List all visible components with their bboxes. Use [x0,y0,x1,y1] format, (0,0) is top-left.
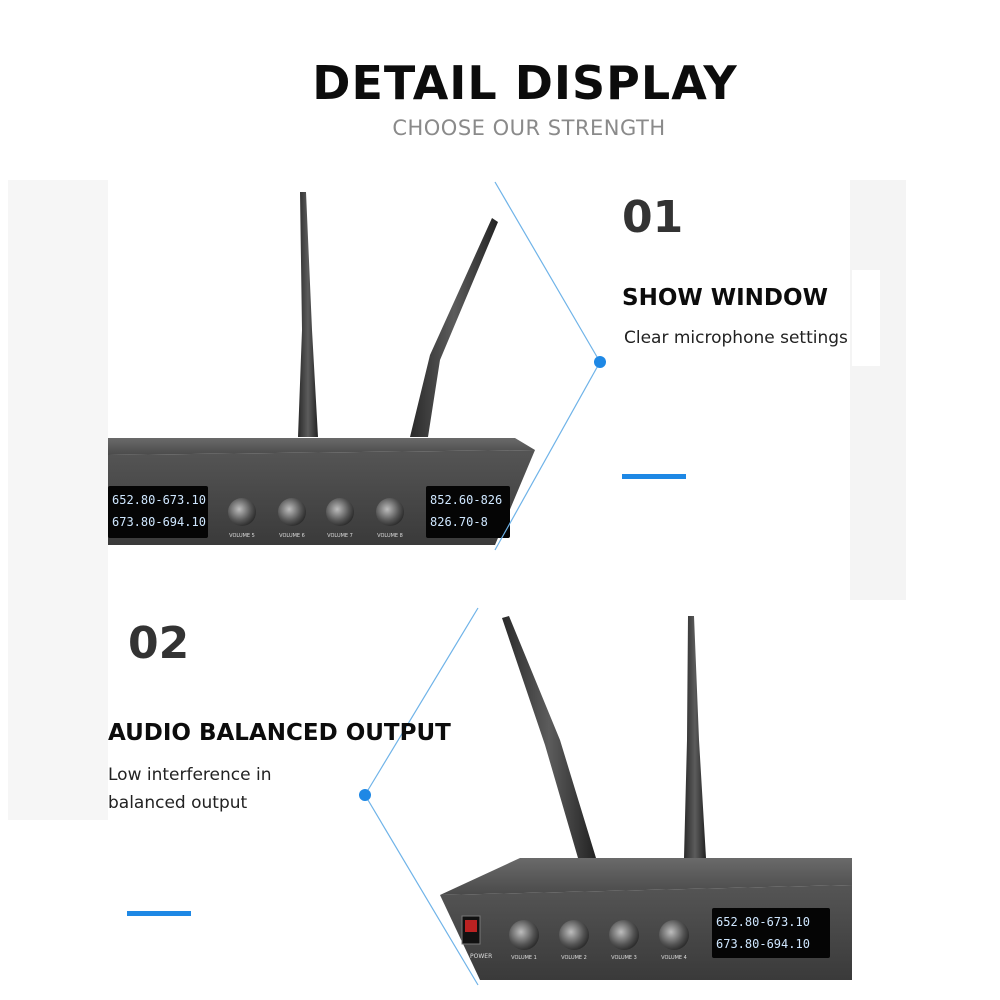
feature-accent-bar-01 [622,474,686,479]
power-switch-rocker [465,920,477,932]
lcd-left-row2: 673.80-694.10 [112,515,206,529]
background-panel-right [850,180,906,600]
antenna-left-bottom [502,616,596,858]
knob-label-2: VOLUME 2 [561,955,587,961]
bottom-device: POWER VOLUME 1 VOLUME 2 VOLUME 3 VOLUME … [440,616,852,980]
lcd-bottom-row1: 652.80-673.10 [716,915,810,929]
feature-accent-bar-02 [127,911,191,916]
lcd-right-row2: 826.70-8 [430,515,488,529]
background-panel-left [8,180,108,820]
feature-description-line2: balanced output [108,793,248,813]
power-label: POWER [470,953,492,960]
feature-heading-show-window: SHOW WINDOW [622,285,828,311]
feature-description-show-window: Clear microphone settings [624,328,848,348]
lcd-display-left [108,486,208,538]
page-subtitle: CHOOSE OUR STRENGTH [392,116,666,140]
lcd-left-row1: 652.80-673.10 [112,493,206,507]
lcd-display-right [426,486,510,538]
antenna-left-top [298,192,318,437]
feature-number-01: 01 [622,192,684,243]
knob-label-5: VOLUME 5 [229,533,255,539]
knob-label-3: VOLUME 3 [611,955,637,961]
callout-dot-top [594,356,606,368]
feature-heading-audio-balanced-output: AUDIO BALANCED OUTPUT [108,720,451,746]
chassis-top-surface [108,438,535,455]
volume-knob-5 [228,498,256,526]
lcd-bottom-row2: 673.80-694.10 [716,937,810,951]
callout-dot-bottom [359,789,371,801]
knob-label-8: VOLUME 8 [377,533,403,539]
lcd-display-bottom [712,908,830,958]
knob-label-4: VOLUME 4 [661,955,687,961]
callout-lines-top [494,181,606,551]
antenna-right-top [410,218,498,437]
callout-lines-bottom [359,607,479,986]
knob-label-1: VOLUME 1 [511,955,537,961]
background-panel-right-inner [852,270,880,366]
antenna-right-bottom [684,616,706,858]
knob-label-6: VOLUME 6 [279,533,305,539]
volume-knob-7 [326,498,354,526]
feature-number-02: 02 [128,618,190,669]
feature-description-line1: Low interference in [108,765,272,785]
volume-knob-1 [509,920,539,950]
top-device: 652.80-673.10 673.80-694.10 852.60-826 8… [108,192,535,545]
chassis-top-surface-bottom [440,858,852,895]
volume-knob-2 [559,920,589,950]
knob-label-7: VOLUME 7 [327,533,353,539]
volume-knob-8 [376,498,404,526]
volume-knob-4 [659,920,689,950]
page-title: DETAIL DISPLAY [312,56,738,110]
volume-knob-3 [609,920,639,950]
volume-knob-6 [278,498,306,526]
lcd-right-row1: 852.60-826 [430,493,502,507]
